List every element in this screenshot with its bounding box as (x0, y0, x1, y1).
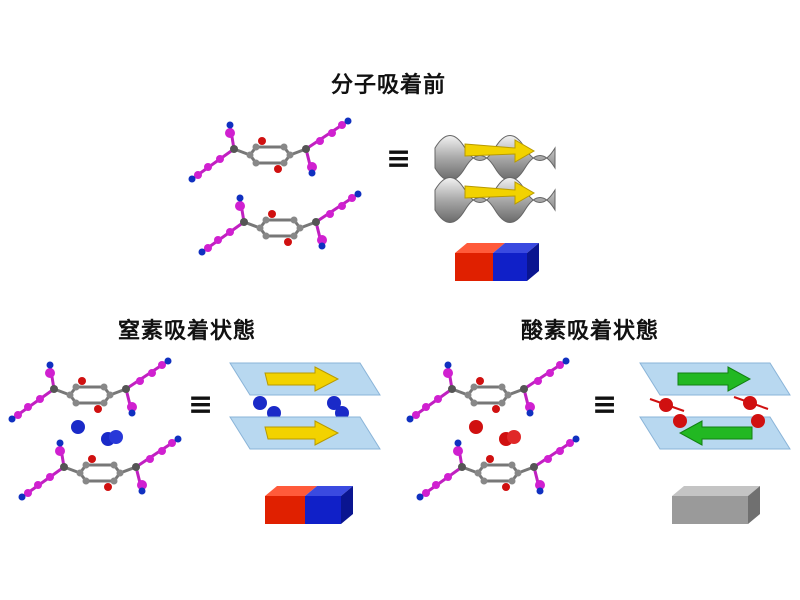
molecule-structure-before (187, 116, 363, 257)
title-before-adsorption: 分子吸着前 (331, 73, 447, 98)
molecule-structure-oxygen (405, 356, 581, 502)
equals-sign-top: ≡ (386, 141, 412, 176)
magnet-before (455, 243, 539, 281)
layered-sheets-nitrogen (229, 362, 381, 450)
equals-sign-oxygen: ≡ (592, 387, 618, 422)
title-nitrogen-adsorbed: 窒素吸着状態 (118, 319, 257, 344)
layered-sheets-oxygen (639, 362, 791, 450)
title-oxygen-adsorbed: 酸素吸着状態 (521, 319, 660, 344)
magnet-nitrogen (265, 486, 353, 524)
wavy-sheets-before (434, 135, 556, 223)
equals-sign-nitrogen: ≡ (188, 387, 214, 422)
molecule-structure-nitrogen (7, 356, 183, 502)
nonmagnetic-block-oxygen (672, 486, 760, 524)
